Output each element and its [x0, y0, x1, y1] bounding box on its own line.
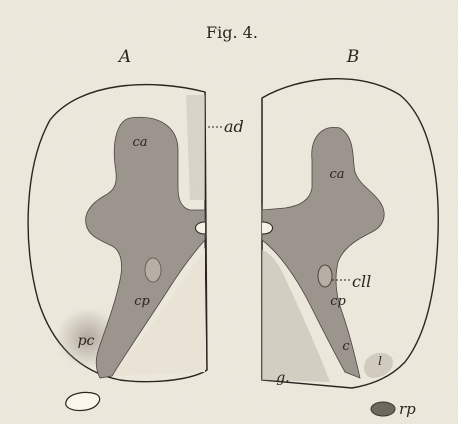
label-ca-left: ca [132, 135, 147, 150]
label-l-small: l [378, 354, 382, 368]
label-cll: cll [352, 272, 371, 291]
posterior-root-rp [371, 402, 395, 416]
panel-label-b: B [346, 47, 360, 67]
label-pc: pc [78, 333, 95, 349]
label-c-small: c [342, 339, 350, 354]
label-cp-left: cp [134, 294, 150, 309]
label-ad: ad [224, 117, 244, 136]
cll-nucleus [318, 265, 332, 287]
cell-group-a [145, 258, 161, 282]
panel-label-a: A [117, 47, 131, 67]
label-g: g. [276, 370, 289, 386]
label-cp-right: cp [330, 294, 346, 309]
label-ca-right: ca [329, 167, 344, 182]
label-rp: rp [399, 400, 416, 418]
figure-title: Fig. 4. [206, 23, 258, 42]
